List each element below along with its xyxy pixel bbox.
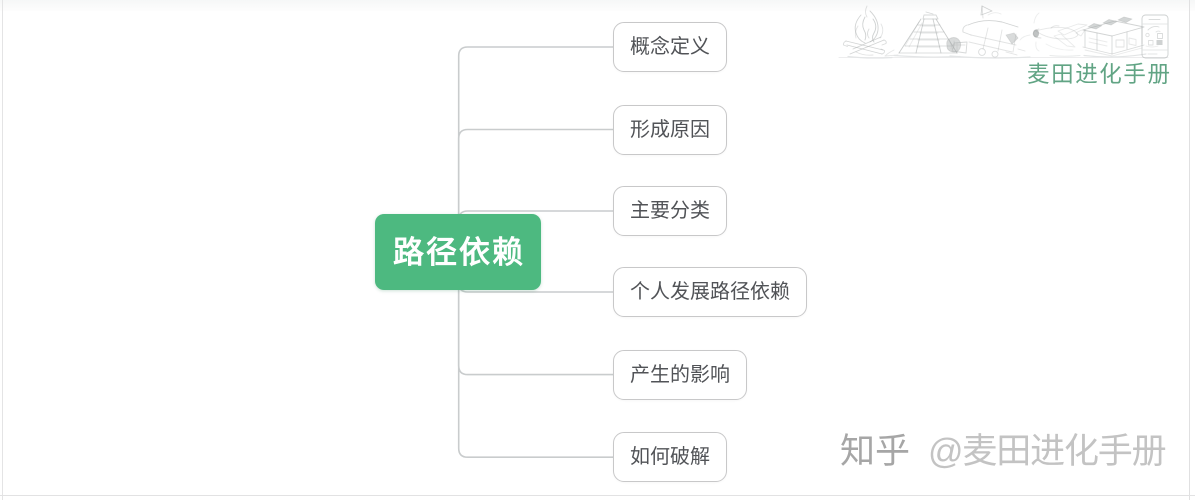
topic-label: 产生的影响 bbox=[630, 363, 730, 386]
topic-label: 个人发展路径依赖 bbox=[630, 281, 790, 303]
topic-concept-definition[interactable]: 概念定义 bbox=[613, 22, 727, 72]
watermark-handle: @麦田进化手册 bbox=[928, 432, 1167, 471]
evolution-sketch-strip bbox=[838, 5, 1169, 59]
topic-how-to-break[interactable]: 如何破解 bbox=[613, 432, 727, 483]
topic-label: 如何破解 bbox=[630, 446, 710, 469]
connector-2 bbox=[457, 128, 614, 252]
smartphone-sketch-icon bbox=[1141, 14, 1169, 59]
root-topic[interactable]: 路径依赖 bbox=[375, 214, 541, 290]
campfire-sketch-icon bbox=[842, 5, 893, 59]
step-pyramid-sketch-icon bbox=[884, 11, 962, 58]
topic-resulting-effects[interactable]: 产生的影响 bbox=[613, 349, 747, 400]
connector-1 bbox=[457, 46, 614, 252]
root-topic-label: 路径依赖 bbox=[393, 234, 525, 270]
steam-train-sketch-icon bbox=[949, 5, 1031, 59]
watermark: 知乎 @麦田进化手册 bbox=[840, 432, 1167, 471]
card-bottom-border bbox=[0, 495, 1195, 496]
factory-sketch-icon bbox=[1082, 16, 1147, 58]
card-right-border bbox=[1189, 0, 1190, 500]
topic-label: 主要分类 bbox=[630, 200, 710, 222]
topic-personal-development-path-dependence[interactable]: 个人发展路径依赖 bbox=[613, 267, 807, 317]
airplane-sketch-icon bbox=[1019, 12, 1088, 57]
topic-main-categories[interactable]: 主要分类 bbox=[613, 186, 727, 236]
brand-caption: 麦田进化手册 bbox=[1027, 62, 1172, 87]
topic-formation-causes[interactable]: 形成原因 bbox=[613, 104, 727, 155]
connector-6 bbox=[457, 252, 614, 458]
topic-label: 概念定义 bbox=[630, 36, 710, 58]
topic-label: 形成原因 bbox=[630, 118, 710, 141]
watermark-site: 知乎 bbox=[840, 432, 911, 471]
card-left-border bbox=[2, 0, 3, 500]
